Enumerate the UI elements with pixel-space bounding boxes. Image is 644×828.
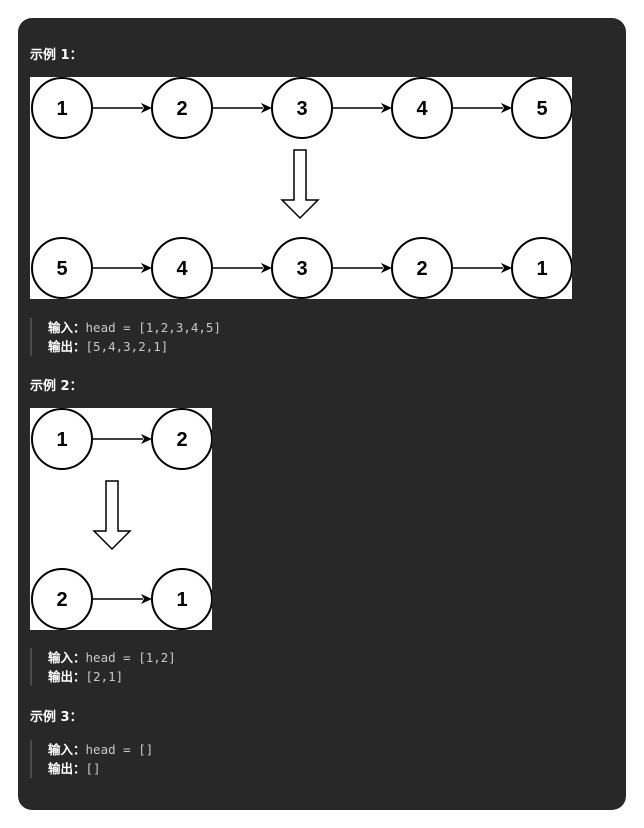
list-node-value: 3 [296, 98, 307, 120]
input-value: head = [] [85, 742, 154, 757]
list-node-value: 4 [176, 258, 188, 280]
list-node: 4 [391, 77, 453, 139]
example-2-heading: 示例 2： [30, 379, 83, 394]
list-node: 1 [511, 237, 572, 299]
list-node-value: 1 [536, 258, 547, 280]
input-label: 输入： [48, 742, 86, 757]
arrowhead-icon [501, 263, 512, 273]
list-node-value: 4 [416, 98, 428, 120]
example-2-diagram: 1 2 2 1 [31, 408, 212, 630]
arrowhead-icon [141, 594, 152, 604]
arrowhead-icon [261, 103, 272, 113]
list-node: 3 [271, 77, 333, 139]
list-node: 4 [151, 237, 213, 299]
input-label: 输入： [48, 320, 86, 335]
problem-examples-card: 示例 1： 1 2 3 4 5 5 4 3 2 1 输入：head = [1,2,3,4,5] … [18, 18, 626, 810]
output-value: [5,4,3,2,1] [85, 339, 169, 354]
example-3-input-row: 输入：head = [] [48, 740, 153, 759]
arrowhead-icon [141, 103, 152, 113]
list-node-value: 2 [56, 589, 67, 611]
list-node-circle [151, 408, 212, 470]
list-node-value: 1 [176, 589, 187, 611]
arrowhead-icon [141, 263, 152, 273]
list-node: 2 [31, 568, 93, 630]
arrowhead-icon [381, 103, 392, 113]
output-value: [2,1] [85, 669, 124, 684]
list-node: 1 [31, 408, 93, 470]
list-node-value: 5 [536, 98, 547, 120]
arrowhead-icon [141, 434, 152, 444]
list-node: 2 [391, 237, 453, 299]
list-node-circle [511, 237, 572, 299]
arrowhead-icon [381, 263, 392, 273]
list-node: 5 [31, 237, 93, 299]
example-3-io: 输入：head = [] 输出：[] [30, 740, 153, 778]
list-node-value: 2 [416, 258, 427, 280]
example-2-output-row: 输出：[2,1] [48, 667, 176, 686]
list-node: 1 [31, 77, 93, 139]
example-1-diagram: 1 2 3 4 5 5 4 3 2 1 [31, 77, 572, 299]
list-node: 1 [151, 568, 212, 630]
example-1-output-row: 输出：[5,4,3,2,1] [48, 337, 221, 356]
list-node-circle [511, 77, 572, 139]
input-label: 输入： [48, 650, 86, 665]
example-1-input-row: 输入：head = [1,2,3,4,5] [48, 318, 221, 337]
transform-arrow-icon [92, 480, 132, 551]
arrowhead-icon [501, 103, 512, 113]
list-node-circle [151, 568, 212, 630]
input-value: head = [1,2,3,4,5] [85, 320, 221, 335]
list-node-value: 1 [56, 429, 67, 451]
list-node: 5 [511, 77, 572, 139]
example-1-figure: 1 2 3 4 5 5 4 3 2 1 [30, 77, 572, 299]
list-node-value: 2 [176, 98, 187, 120]
list-node-value: 3 [296, 258, 307, 280]
list-node: 3 [271, 237, 333, 299]
example-1-io: 输入：head = [1,2,3,4,5] 输出：[5,4,3,2,1] [30, 318, 221, 356]
list-node-value: 5 [56, 258, 67, 280]
input-value: head = [1,2] [85, 650, 176, 665]
example-1-heading: 示例 1： [30, 48, 83, 63]
example-3-heading: 示例 3： [30, 710, 83, 725]
output-label: 输出： [48, 339, 86, 354]
output-value: [] [85, 761, 101, 776]
list-node: 2 [151, 408, 212, 470]
output-label: 输出： [48, 761, 86, 776]
output-label: 输出： [48, 669, 86, 684]
list-node: 2 [151, 77, 213, 139]
example-2-figure: 1 2 2 1 [30, 408, 212, 630]
example-3-output-row: 输出：[] [48, 759, 153, 778]
example-2-input-row: 输入：head = [1,2] [48, 648, 176, 667]
transform-arrow-icon [280, 149, 320, 220]
list-node-value: 2 [176, 429, 187, 451]
arrowhead-icon [261, 263, 272, 273]
example-2-io: 输入：head = [1,2] 输出：[2,1] [30, 648, 176, 686]
list-node-value: 1 [56, 98, 67, 120]
